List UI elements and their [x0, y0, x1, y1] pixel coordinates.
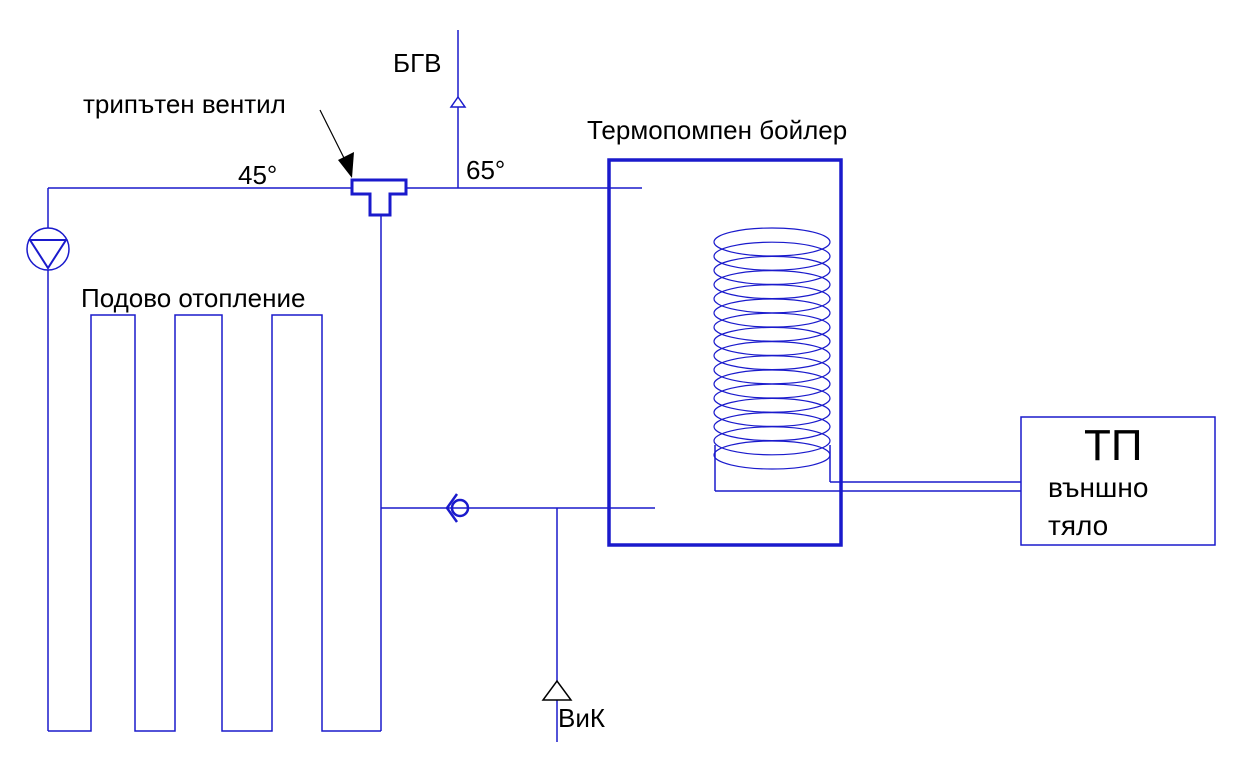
coil-turn	[713, 426, 831, 456]
pipes	[47, 30, 1021, 742]
boiler-tank	[607, 158, 843, 547]
check-valve-icon	[445, 493, 470, 523]
heat-pump-unit	[1020, 416, 1216, 546]
floor-heating-label: Подово отопление	[81, 283, 305, 313]
water-supply-flow-arrow-icon	[541, 679, 573, 701]
return-temperature-label: 45°	[238, 160, 277, 190]
dhw-flow-arrow-icon	[449, 95, 467, 108]
heat-pump-subtitle-line1: външно	[1048, 472, 1148, 503]
water-supply-label: ВиК	[558, 703, 605, 733]
floor-heating-loop	[48, 314, 381, 732]
boiler-label: Термопомпен бойлер	[587, 115, 847, 145]
dhw-label: БГВ	[393, 48, 441, 78]
boiler-coil	[713, 227, 831, 470]
circulation-pump-icon	[26, 227, 70, 271]
three-way-valve-label: трипътен вентил	[83, 89, 286, 119]
three-way-valve-icon	[350, 178, 408, 217]
valve-leader-arrow-icon	[319, 109, 354, 178]
supply-temperature-label: 65°	[466, 155, 505, 185]
heat-pump-subtitle-line2: тяло	[1048, 510, 1108, 541]
coil-turn	[713, 440, 831, 470]
heat-pump-title: ТП	[1084, 421, 1143, 470]
